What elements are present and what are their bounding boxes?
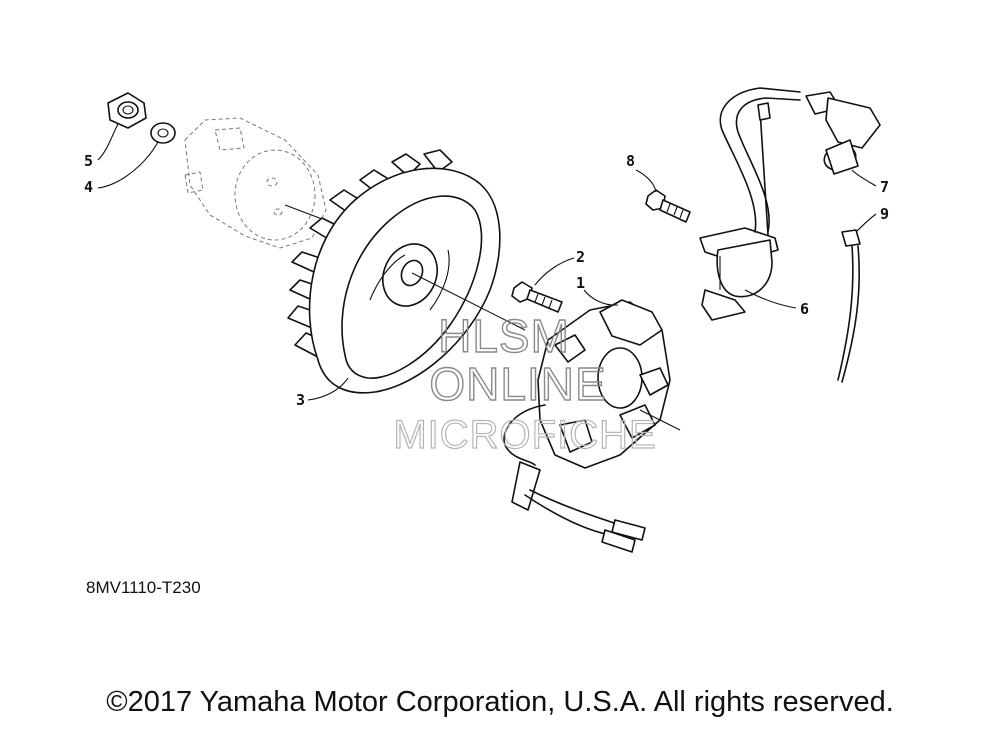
callout-2[interactable]: 2 <box>534 248 585 286</box>
svg-text:7: 7 <box>880 178 889 196</box>
phantom-hub <box>184 117 331 249</box>
watermark-line-1: HLSM <box>438 310 570 362</box>
svg-text:1: 1 <box>576 274 585 292</box>
svg-text:9: 9 <box>880 205 889 223</box>
part-3-flywheel[interactable] <box>287 149 526 394</box>
svg-text:6: 6 <box>800 300 809 318</box>
callout-7[interactable]: 7 <box>851 169 889 196</box>
callout-6[interactable]: 6 <box>744 289 809 318</box>
callout-8[interactable]: 8 <box>626 152 657 193</box>
watermark-line-2: ONLINE <box>429 358 606 410</box>
callout-9[interactable]: 9 <box>855 205 889 233</box>
svg-text:2: 2 <box>576 248 585 266</box>
part-7-plug-cap[interactable] <box>805 91 881 175</box>
callout-5[interactable]: 5 <box>84 123 119 170</box>
callout-1[interactable]: 1 <box>576 274 619 306</box>
callout-3[interactable]: 3 <box>296 377 349 409</box>
drawing-code: 8MV1110-T230 <box>86 578 201 597</box>
svg-text:4: 4 <box>84 178 93 196</box>
part-5-nut[interactable] <box>107 92 147 129</box>
part-6-ignition-coil[interactable] <box>699 87 801 321</box>
svg-text:8: 8 <box>626 152 635 170</box>
part-4-washer[interactable] <box>150 122 176 144</box>
watermark: HLSM ONLINE MICROFICHE <box>393 309 657 457</box>
callout-4[interactable]: 4 <box>84 141 159 196</box>
part-2-bolt[interactable] <box>511 281 563 313</box>
part-1-stator[interactable] <box>503 299 681 553</box>
watermark-line-3: MICROFICHE <box>393 413 656 457</box>
svg-text:5: 5 <box>84 152 93 170</box>
part-8-bolt[interactable] <box>645 189 691 223</box>
svg-text:3: 3 <box>296 391 305 409</box>
copyright-notice: ©2017 Yamaha Motor Corporation, U.S.A. A… <box>106 686 894 718</box>
part-9-cable-tie[interactable] <box>837 229 861 383</box>
